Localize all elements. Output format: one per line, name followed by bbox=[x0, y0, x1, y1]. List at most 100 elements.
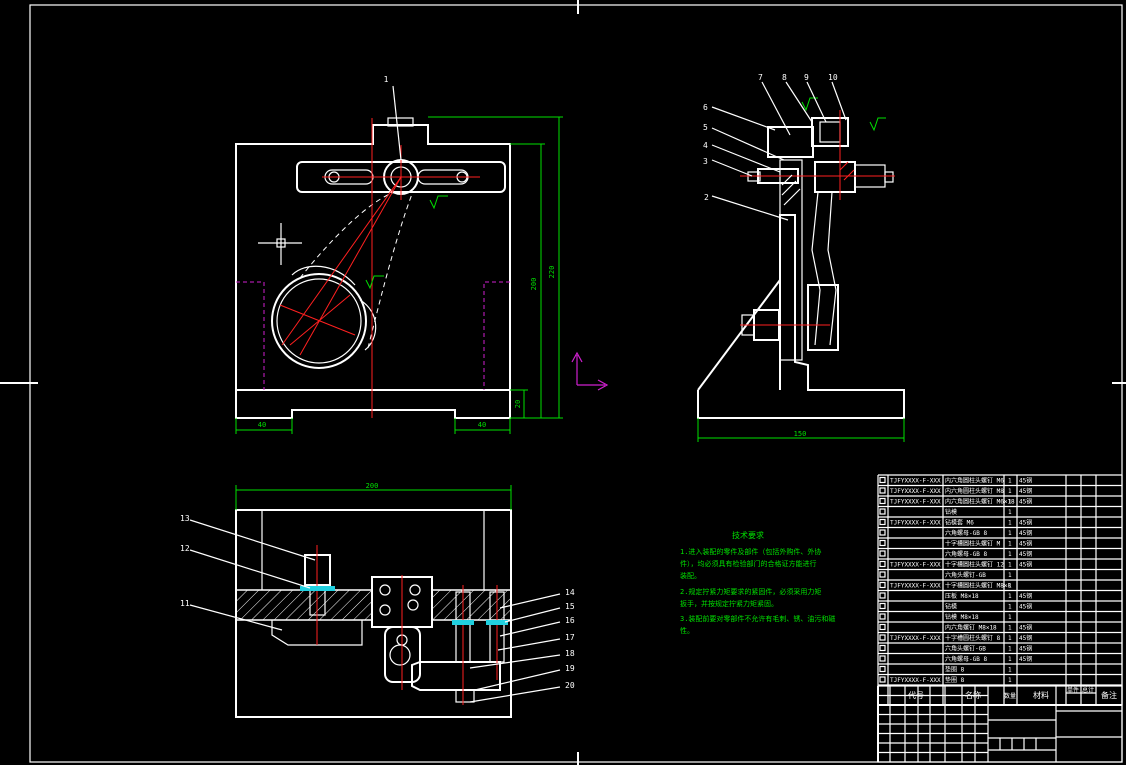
bom-name: 垫圈 8 bbox=[945, 666, 965, 674]
bom-header-weight-single: 单件 bbox=[1067, 686, 1079, 694]
bom-material: 45钢 bbox=[1019, 655, 1032, 663]
bom-code: TJFYXXXX-F-XXX bbox=[890, 635, 941, 642]
bom-material: 45钢 bbox=[1019, 561, 1032, 569]
dim-left-width: 40 bbox=[258, 421, 266, 429]
top-hatched-plate bbox=[235, 589, 373, 621]
balloon-11: 11 bbox=[180, 599, 190, 608]
bom-qty: 1 bbox=[1008, 583, 1012, 590]
bom-index-box bbox=[879, 644, 886, 652]
bom-material: 45钢 bbox=[1019, 477, 1032, 485]
bom-qty: 1 bbox=[1008, 520, 1012, 527]
notes-line-7: 性。 bbox=[680, 626, 694, 635]
balloon-6: 6 bbox=[703, 103, 708, 112]
bom-index-box bbox=[879, 497, 886, 505]
side-view: 150 2 3 4 5 6 7 8 9 10 bbox=[697, 73, 905, 442]
bom-index-box bbox=[879, 592, 886, 599]
bom-index-box bbox=[879, 476, 886, 484]
bom-name: 钻模 bbox=[945, 508, 957, 516]
balloon-16: 16 bbox=[565, 616, 575, 625]
front-hidden-left bbox=[236, 281, 265, 390]
bom-qty: 1 bbox=[1008, 572, 1012, 579]
bom-index-box bbox=[879, 550, 886, 557]
bom-index-box bbox=[879, 676, 886, 683]
bom-qty: 1 bbox=[1008, 667, 1012, 674]
bom-code: TJFYXXXX-F-XXX bbox=[890, 583, 941, 590]
bom-material: 45钢 bbox=[1019, 540, 1032, 548]
bom-qty: 1 bbox=[1008, 656, 1012, 663]
dim-height-inner: 200 bbox=[530, 278, 538, 291]
bom-name: 十字槽圆柱头螺钉 8 bbox=[945, 634, 1001, 642]
balloon-3: 3 bbox=[703, 157, 708, 166]
bom-material: 45钢 bbox=[1019, 624, 1032, 632]
bom-material: 45钢 bbox=[1019, 603, 1032, 611]
bom-qty: 1 bbox=[1008, 625, 1012, 632]
dim-height-total: 220 bbox=[548, 266, 556, 279]
bom-header-material: 材料 bbox=[1033, 690, 1049, 700]
side-base bbox=[697, 214, 905, 419]
bom-code: TJFYXXXX-F-XXX bbox=[890, 499, 941, 506]
balloon-9: 9 bbox=[804, 73, 809, 82]
balloon-14: 14 bbox=[565, 588, 575, 597]
bom-name: 内六角螺钉 M8×18 bbox=[945, 624, 997, 632]
bom-name: 钻模套 M6 bbox=[945, 519, 974, 527]
bom-qty: 1 bbox=[1008, 646, 1012, 653]
ucs-icon bbox=[571, 351, 609, 391]
balloon-20: 20 bbox=[565, 681, 575, 690]
bom-qty: 1 bbox=[1008, 509, 1012, 516]
front-body-outline bbox=[235, 124, 511, 419]
bom-name: 压板 M8×18 bbox=[945, 592, 979, 600]
bom-index-box bbox=[879, 613, 886, 620]
bom-name: 垫圈 8 bbox=[945, 676, 965, 684]
bom-index-box bbox=[879, 529, 886, 536]
bom-qty: 1 bbox=[1008, 551, 1012, 558]
balloon-19: 19 bbox=[565, 664, 575, 673]
bom-name: 十字槽圆柱头螺钉 M8×8 bbox=[945, 582, 1011, 590]
balloon-4: 4 bbox=[703, 141, 708, 150]
bom-name: 六角螺母-GB 8 bbox=[945, 655, 987, 663]
balloon-5: 5 bbox=[703, 123, 708, 132]
title-block bbox=[877, 685, 1123, 763]
technical-notes: 技术要求 1.进入装配的零件及部件（包括外购件、外协 件），均必须具有检验部门的… bbox=[680, 530, 835, 635]
bom-name: 十字槽圆柱头螺钉 M bbox=[945, 540, 1001, 548]
bom-code: TJFYXXXX-F-XXX bbox=[890, 478, 941, 485]
bom-material: 45钢 bbox=[1019, 634, 1032, 642]
notes-line-5: 扳手，并按规定拧紧力矩紧固。 bbox=[680, 599, 778, 608]
bom-qty: 1 bbox=[1008, 541, 1012, 548]
bom-header-remark: 备注 bbox=[1101, 690, 1117, 700]
bom-name: 内六角圆柱头螺钉 M8 bbox=[945, 487, 1004, 495]
notes-line-4: 2.规定拧紧力矩要求的紧固件，必须采用力矩 bbox=[680, 587, 821, 596]
notes-line-3: 装配。 bbox=[680, 571, 701, 580]
bom-material: 45钢 bbox=[1019, 519, 1032, 527]
bom-code: TJFYXXXX-F-XXX bbox=[890, 488, 941, 495]
front-view: 220 200 20 40 40 1 bbox=[235, 75, 563, 434]
bom-material: 45钢 bbox=[1019, 487, 1032, 495]
bom-qty: 1 bbox=[1008, 614, 1012, 621]
bom-index-box bbox=[879, 581, 886, 589]
balloon-15: 15 bbox=[565, 602, 575, 611]
dim-right-width: 40 bbox=[478, 421, 486, 429]
dim-top-width: 200 bbox=[366, 482, 379, 490]
notes-line-6: 3.装配前要对零部件不允许有毛刺、锈、油污和磁 bbox=[680, 614, 835, 623]
balloon-8: 8 bbox=[782, 73, 787, 82]
front-dimensions: 220 200 20 40 40 bbox=[235, 116, 563, 434]
balloon-12: 12 bbox=[180, 544, 190, 553]
balloon-1: 1 bbox=[384, 75, 389, 84]
bom-index-box bbox=[879, 623, 886, 631]
side-leaders bbox=[711, 81, 847, 221]
front-hidden-right bbox=[483, 281, 510, 390]
bom-name: 六角螺母-GB 8 bbox=[945, 529, 987, 537]
notes-line-2: 件），均必须具有检验部门的合格证方能进行 bbox=[680, 559, 817, 568]
front-workpiece bbox=[271, 273, 367, 369]
balloon-18: 18 bbox=[565, 649, 575, 658]
bom-index-box bbox=[879, 655, 886, 662]
bom-qty: 1 bbox=[1008, 488, 1012, 495]
dim-base-height: 20 bbox=[514, 400, 522, 408]
balloon-10: 10 bbox=[828, 73, 838, 82]
bom-code: TJFYXXXX-F-XXX bbox=[890, 677, 941, 684]
bom-qty: 1 bbox=[1008, 635, 1012, 642]
bom-code: TJFYXXXX-F-XXX bbox=[890, 562, 941, 569]
bom-name: 钻模 M8×18 bbox=[945, 613, 979, 621]
